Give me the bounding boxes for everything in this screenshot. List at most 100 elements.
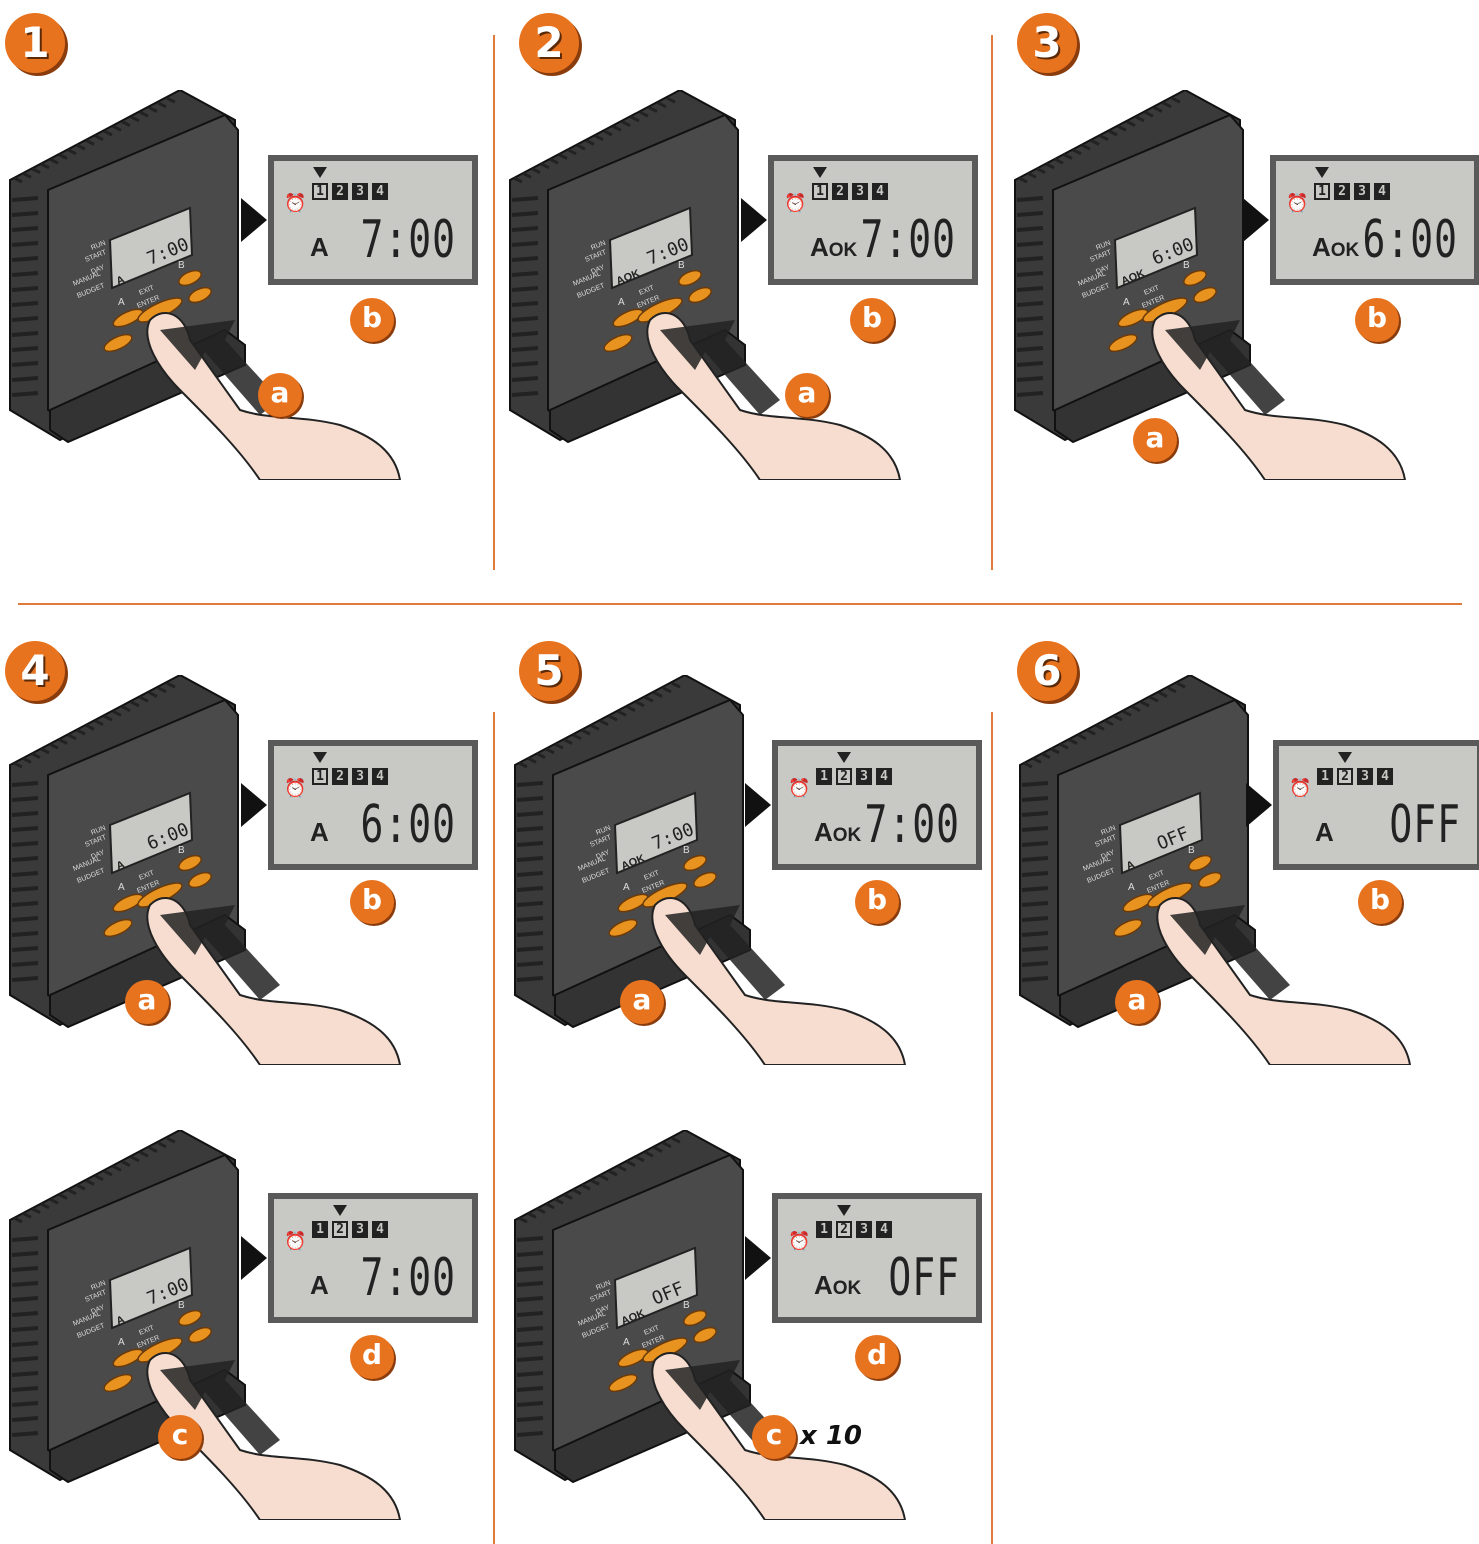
label-a: A xyxy=(1123,297,1130,308)
lcd-time: 7:00 xyxy=(864,795,960,854)
repeat-count: x 10 xyxy=(800,1421,862,1451)
result-step-badge: b xyxy=(1355,298,1399,342)
lcd-program-digit: 2 xyxy=(332,183,348,200)
lcd-program-digits: 1234 xyxy=(816,1221,892,1238)
lcd-time: 7:00 xyxy=(860,210,956,269)
lcd-program-digit: 4 xyxy=(372,1221,388,1238)
lcd-program-label: AOK xyxy=(814,817,861,848)
result-step-badge: b xyxy=(850,298,894,342)
label-b: B xyxy=(178,260,185,271)
alarm-clock-icon: ⏰ xyxy=(1289,778,1311,799)
label-b: B xyxy=(178,845,185,856)
alarm-clock-icon: ⏰ xyxy=(784,193,806,214)
lcd-program-digit: 1 xyxy=(312,183,328,200)
label-a: A xyxy=(618,297,625,308)
lcd-program-digit: 4 xyxy=(872,183,888,200)
lcd-program-label: AOK xyxy=(814,1270,861,1301)
alarm-clock-icon: ⏰ xyxy=(788,778,810,799)
lcd-time: 6:00 xyxy=(1362,210,1458,269)
result-step-badge: b xyxy=(1358,880,1402,924)
label-b: B xyxy=(683,845,690,856)
step-number-badge: 3 xyxy=(1017,13,1077,73)
step-panel: 6:00 A RUN START DAY MANUAL BUDGET EXIT … xyxy=(0,675,420,1065)
lcd-marker-icon xyxy=(333,1205,347,1216)
step-panel: OFF A RUN START DAY MANUAL BUDGET EXIT E… xyxy=(1010,675,1430,1065)
lcd-program-label: AOK xyxy=(810,232,857,263)
lcd-display: ⏰ 1234 AOK 6:00 xyxy=(1270,155,1479,285)
arrow-right-icon xyxy=(741,198,767,242)
column-divider xyxy=(493,35,495,570)
column-divider xyxy=(991,35,993,570)
step-number-badge: 1 xyxy=(5,13,65,73)
step-number-badge: 2 xyxy=(519,13,579,73)
press-step-badge: a xyxy=(258,373,302,417)
lcd-marker-icon xyxy=(837,752,851,763)
lcd-program-digit: 3 xyxy=(352,1221,368,1238)
result-step-badge: d xyxy=(350,1335,394,1379)
alarm-clock-icon: ⏰ xyxy=(284,1231,306,1252)
lcd-program-digit: 3 xyxy=(352,183,368,200)
column-divider xyxy=(493,712,495,1544)
label-a: A xyxy=(118,1337,125,1348)
press-step-badge: a xyxy=(785,373,829,417)
row-divider xyxy=(18,603,1462,605)
lcd-program-digit: 4 xyxy=(876,768,892,785)
press-step-badge: a xyxy=(125,980,169,1024)
lcd-time: 7:00 xyxy=(360,210,456,269)
lcd-program-digit: 2 xyxy=(1337,768,1353,785)
lcd-program-digit: 2 xyxy=(836,1221,852,1238)
lcd-program-digits: 1234 xyxy=(812,183,888,200)
lcd-program-label: A xyxy=(310,232,329,263)
lcd-program-digit: 4 xyxy=(372,768,388,785)
alarm-clock-icon: ⏰ xyxy=(788,1231,810,1252)
lcd-time: OFF xyxy=(888,1248,960,1307)
result-step-badge: b xyxy=(350,298,394,342)
lcd-program-digit: 2 xyxy=(832,183,848,200)
label-a: A xyxy=(118,882,125,893)
arrow-right-icon xyxy=(745,783,771,827)
lcd-program-label: A xyxy=(310,1270,329,1301)
label-a: A xyxy=(623,1337,630,1348)
press-step-badge: c xyxy=(752,1415,796,1459)
step-panel: OFF AOK RUN START DAY MANUAL BUDGET EXIT… xyxy=(505,1130,925,1520)
lcd-program-digit: 4 xyxy=(1374,183,1390,200)
step-panel: 7:00 A RUN START DAY MANUAL BUDGET EXIT … xyxy=(0,90,420,480)
lcd-program-digit: 3 xyxy=(856,768,872,785)
lcd-program-digit: 1 xyxy=(312,768,328,785)
irrigation-controller-illustration: 6:00 A RUN START DAY MANUAL BUDGET EXIT … xyxy=(0,675,420,1065)
lcd-time: 7:00 xyxy=(360,1248,456,1307)
lcd-program-digit: 1 xyxy=(816,1221,832,1238)
press-step-badge: a xyxy=(620,980,664,1024)
irrigation-controller-illustration: 7:00 AOK RUN START DAY MANUAL BUDGET EXI… xyxy=(505,675,925,1065)
irrigation-controller-illustration: OFF A RUN START DAY MANUAL BUDGET EXIT E… xyxy=(1010,675,1430,1065)
lcd-program-label: A xyxy=(1315,817,1334,848)
lcd-program-label: AOK xyxy=(1312,232,1359,263)
irrigation-controller-illustration: 7:00 A RUN START DAY MANUAL BUDGET EXIT … xyxy=(0,1130,420,1520)
press-step-badge: a xyxy=(1115,980,1159,1024)
lcd-program-digit: 3 xyxy=(852,183,868,200)
press-step-badge: a xyxy=(1133,418,1177,462)
lcd-time: 6:00 xyxy=(360,795,456,854)
lcd-marker-icon xyxy=(813,167,827,178)
alarm-clock-icon: ⏰ xyxy=(284,193,306,214)
lcd-marker-icon xyxy=(1315,167,1329,178)
label-a: A xyxy=(1128,882,1135,893)
arrow-right-icon xyxy=(241,1236,267,1280)
lcd-time: OFF xyxy=(1389,795,1461,854)
label-b: B xyxy=(1188,845,1195,856)
alarm-clock-icon: ⏰ xyxy=(284,778,306,799)
label-a: A xyxy=(623,882,630,893)
lcd-program-digit: 1 xyxy=(812,183,828,200)
result-step-badge: b xyxy=(855,880,899,924)
lcd-program-digit: 3 xyxy=(856,1221,872,1238)
step-panel: 6:00 AOK RUN START DAY MANUAL BUDGET EXI… xyxy=(1005,90,1425,480)
step-panel: 7:00 A RUN START DAY MANUAL BUDGET EXIT … xyxy=(0,1130,420,1520)
arrow-right-icon xyxy=(241,198,267,242)
